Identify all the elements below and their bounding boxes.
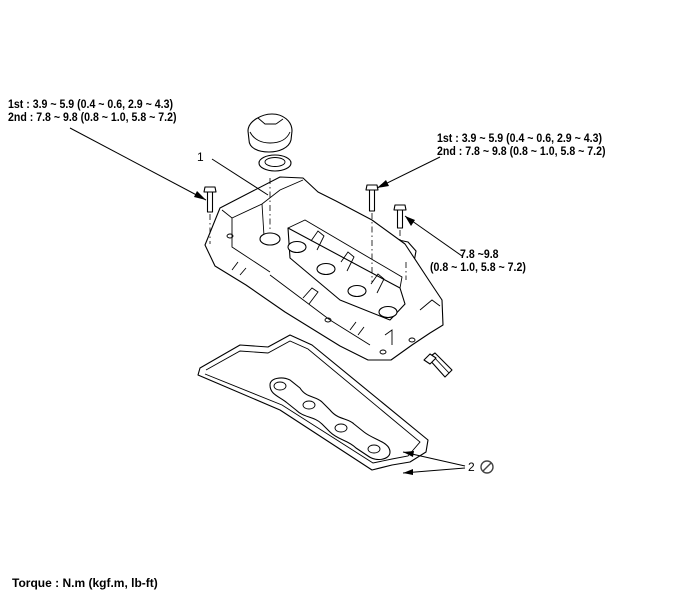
cylinder-head-cover <box>204 176 444 361</box>
oil-filler-cap <box>247 113 293 153</box>
left-bolt-torque-1st: 1st : 3.9 ~ 5.9 (0.4 ~ 0.6, 2.9 ~ 4.3) <box>8 99 173 111</box>
left-bolt-torque-2nd: 2nd : 7.8 ~ 9.8 (0.8 ~ 1.0, 5.8 ~ 7.2) <box>8 112 177 124</box>
leader-lines <box>69 127 466 475</box>
plug-hole-gasket <box>269 377 391 461</box>
filler-cap-o-ring <box>258 154 292 172</box>
part-number-cover: 1 <box>197 150 204 164</box>
alignment-lines <box>209 178 407 282</box>
bracket-bolt <box>393 204 407 229</box>
no-reuse-icon <box>480 460 494 474</box>
bracket-bolt-torque-conversion: (0.8 ~ 1.0, 5.8 ~ 7.2) <box>430 262 526 274</box>
right-bolt-torque-2nd: 2nd : 7.8 ~ 9.8 (0.8 ~ 1.0, 5.8 ~ 7.2) <box>437 146 606 158</box>
right-bolt-torque-1st: 1st : 3.9 ~ 5.9 (0.4 ~ 0.6, 2.9 ~ 4.3) <box>437 133 602 145</box>
bracket-bolt-torque-value: 7.8 ~9.8 <box>460 249 499 261</box>
pcv-fitting <box>423 352 453 378</box>
left-cover-bolt <box>203 186 217 213</box>
part-number-gasket: 2 <box>468 460 475 474</box>
torque-units-legend: Torque : N.m (kgf.m, lb-ft) <box>12 576 158 590</box>
right-cover-bolt <box>365 184 379 212</box>
